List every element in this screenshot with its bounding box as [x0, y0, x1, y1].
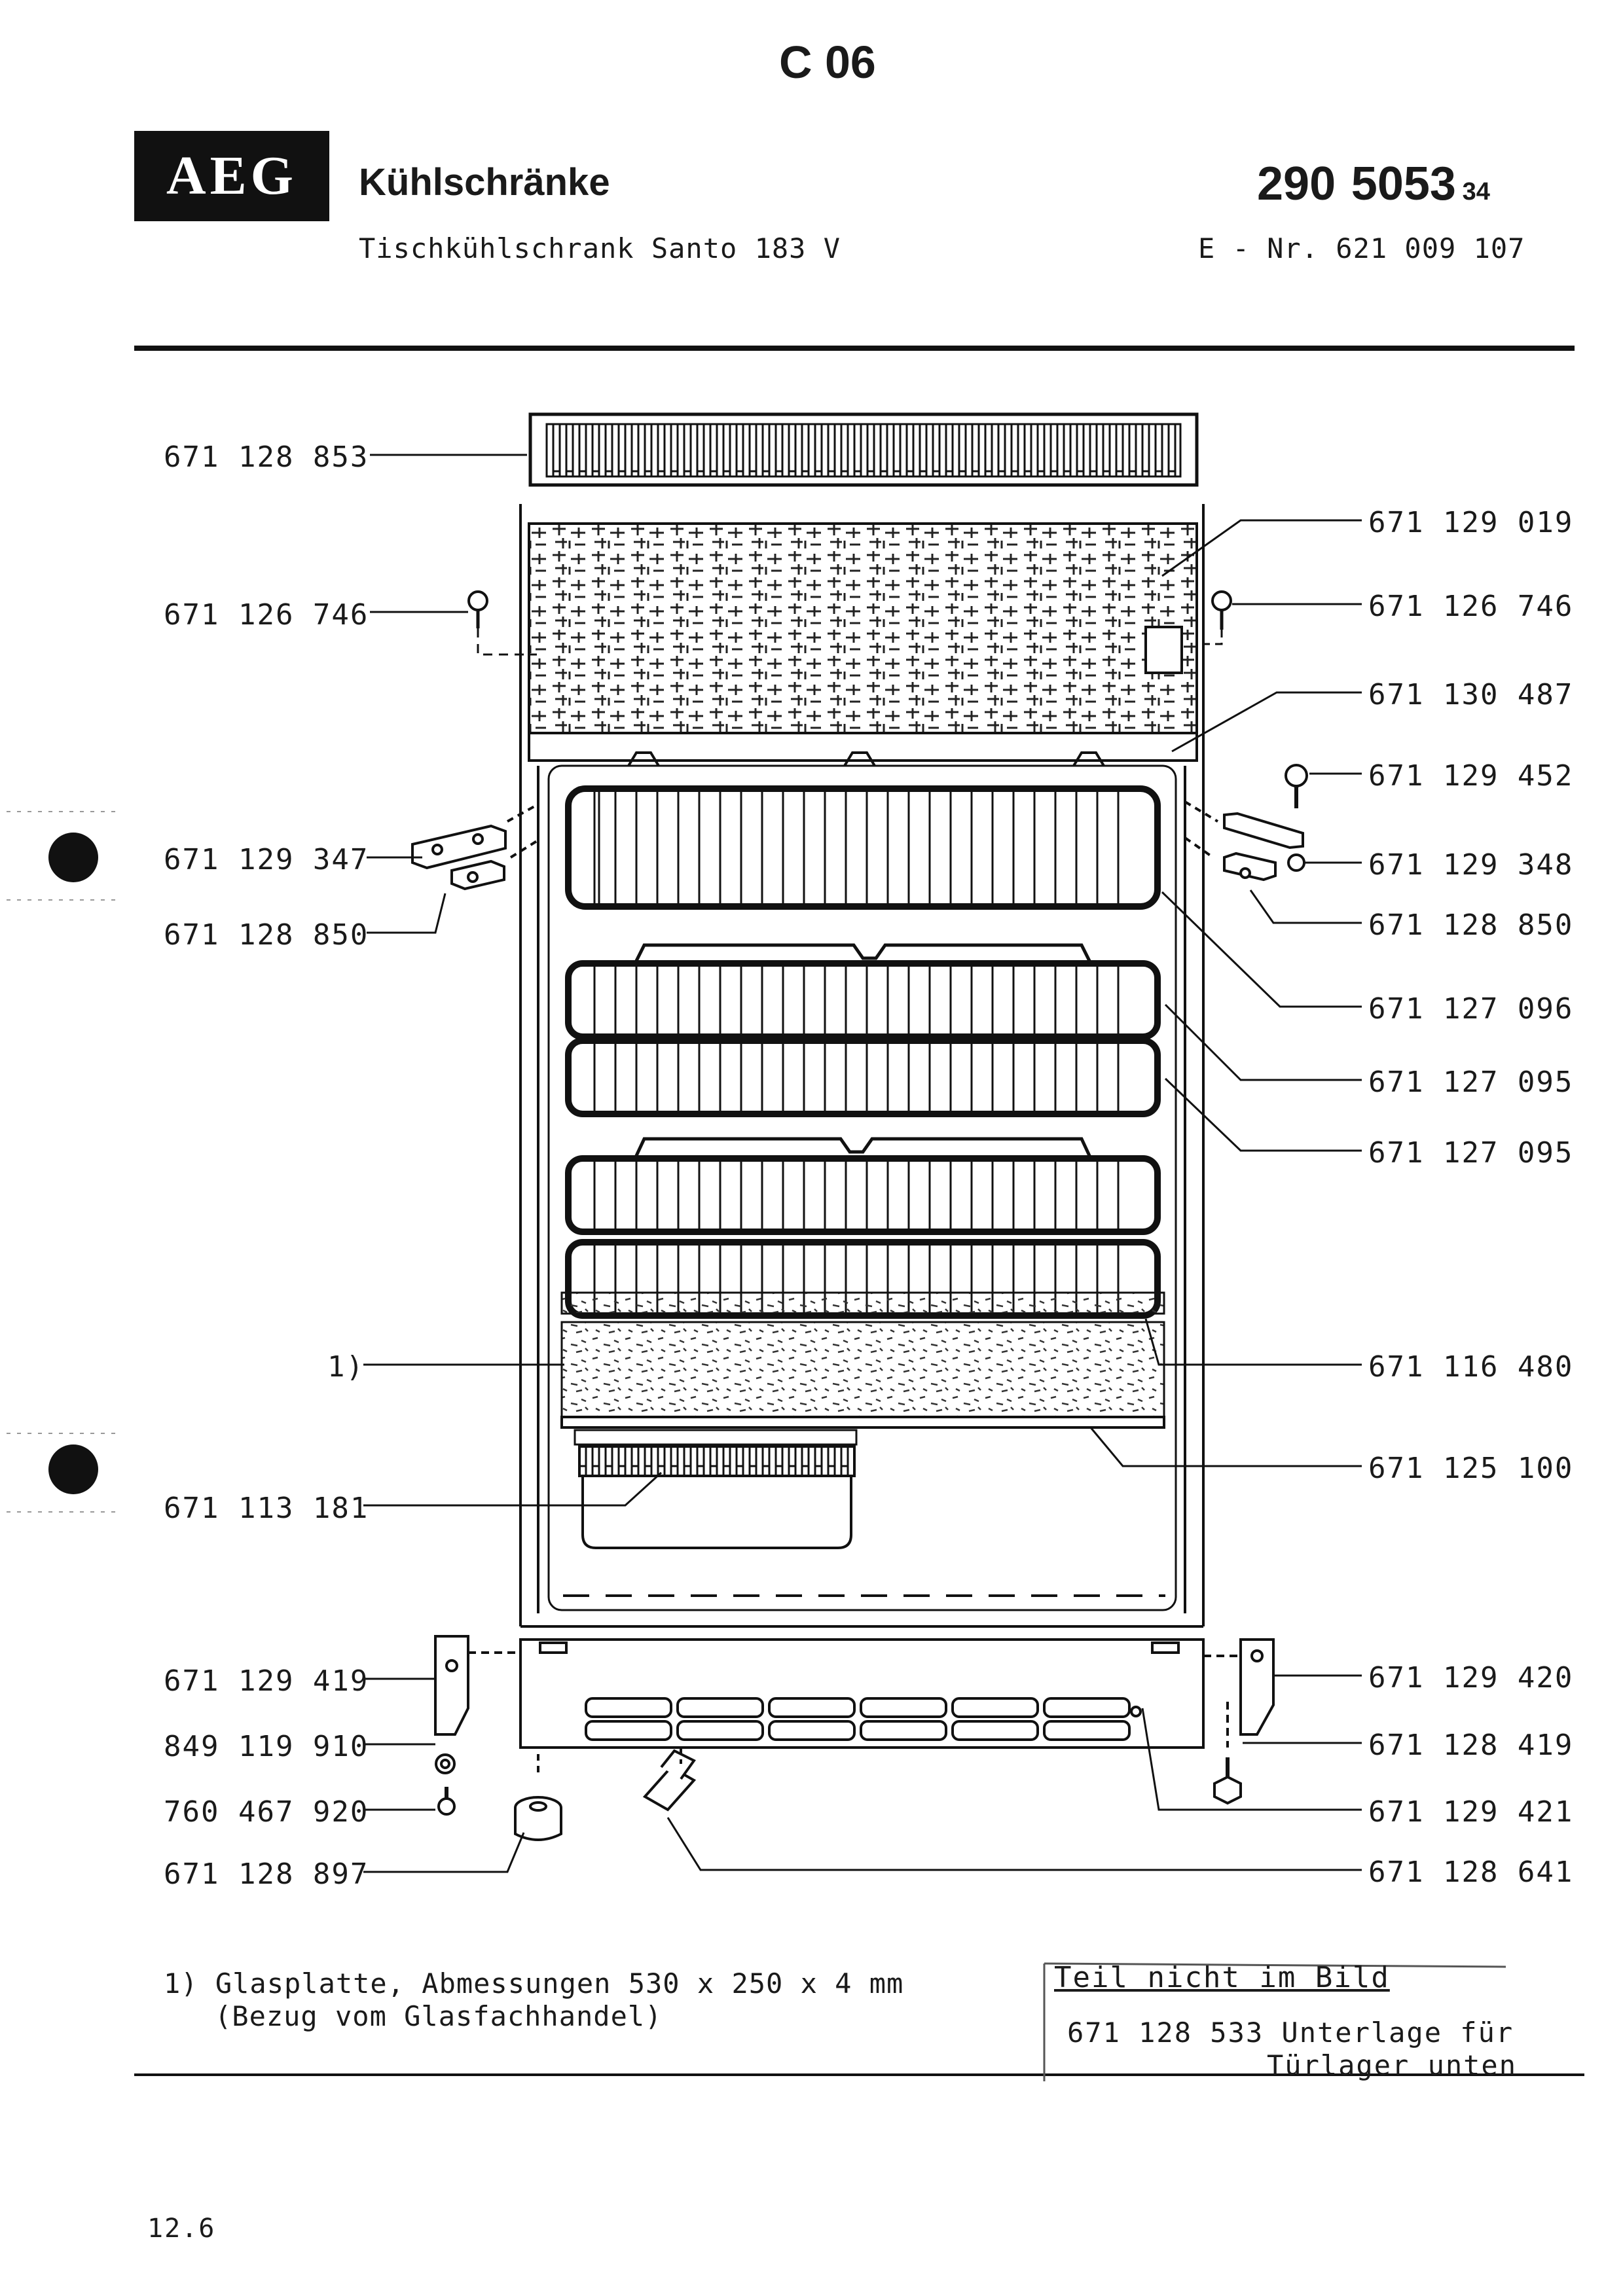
foot-clip	[642, 1748, 697, 1812]
screw-top-right	[1144, 590, 1232, 674]
plinth-vent-slots	[585, 1697, 1131, 1741]
part-label: 1)	[327, 1350, 365, 1384]
part-label: 671 128 641	[1368, 1856, 1574, 1889]
part-label: 671 129 348	[1368, 848, 1574, 882]
wire-shelf-upper	[565, 785, 1161, 910]
shelf-bars	[593, 791, 1120, 1313]
part-label: 671 129 420	[1368, 1661, 1574, 1695]
e-number: E - Nr. 621 009 107	[1198, 232, 1525, 264]
part-label: 671 127 095	[1368, 1136, 1574, 1170]
part-label: 671 129 347	[164, 843, 369, 876]
wire-shelf-lower-1	[565, 1137, 1161, 1235]
rubber-foot	[514, 1754, 562, 1841]
part-label: 671 126 746	[164, 598, 369, 632]
footnote-line-1: 1) Glasplatte, Abmessungen 530 x 250 x 4…	[164, 1967, 904, 2000]
footnote-line-2: (Bezug vom Glasfachhandel)	[215, 2000, 663, 2032]
brand-label: AEG	[166, 145, 298, 206]
part-label: 671 129 452	[1368, 759, 1574, 793]
section-code: C 06	[779, 37, 876, 88]
part-label: 671 127 096	[1368, 992, 1574, 1026]
doc-number-main: 5053	[1351, 158, 1456, 210]
worktop-panel	[528, 522, 1198, 762]
part-label: 671 128 850	[164, 918, 369, 952]
part-label: 760 467 920	[164, 1795, 369, 1829]
part-label: 671 125 100	[1368, 1452, 1574, 1485]
part-label: 671 126 746	[1368, 590, 1574, 623]
part-label: 671 128 850	[1368, 908, 1574, 942]
top-vent-grille	[528, 412, 1199, 487]
part-label: 671 129 421	[1368, 1795, 1574, 1829]
part-label: 671 129 419	[164, 1664, 369, 1698]
leader-lines	[363, 454, 1362, 1873]
not-in-picture-title: Teil nicht im Bild	[1054, 1961, 1390, 1994]
wire-shelf-middle-2	[565, 1037, 1161, 1117]
glass-plate	[560, 1291, 1165, 1429]
not-in-picture-line-2: Türlager unten	[1267, 2049, 1518, 2081]
part-label: 671 113 181	[164, 1492, 369, 1525]
screw-top-left	[467, 590, 537, 656]
doc-number-prefix: 290	[1257, 158, 1336, 210]
model-line: Tischkühlschrank Santo 183 V	[359, 232, 841, 264]
document-number: 290 5053 34	[1257, 157, 1490, 211]
part-label: 671 130 487	[1368, 678, 1574, 711]
binder-holes	[7, 811, 118, 1513]
part-label: 671 129 019	[1368, 506, 1574, 539]
crisper-drawer	[574, 1429, 858, 1549]
part-label: 671 127 095	[1368, 1066, 1574, 1099]
aeg-logo: AEG	[134, 131, 329, 221]
frame-hooks	[627, 751, 1105, 767]
hinge-left	[411, 804, 538, 891]
category-title: Kühlschränke	[359, 161, 610, 204]
wire-shelf-middle-1	[565, 943, 1161, 1040]
part-label: 671 128 853	[164, 440, 369, 474]
page-number: 12.6	[147, 2214, 216, 2244]
part-label: 671 128 419	[1368, 1729, 1574, 1762]
not-in-picture-line-1: 671 128 533 Unterlage für	[1067, 2017, 1514, 2049]
foot-bracket-right	[1203, 1638, 1275, 1805]
cabinet-body	[519, 504, 1205, 1628]
foot-bracket-left	[434, 1635, 520, 1816]
header-rule	[134, 346, 1575, 351]
part-label: 671 116 480	[1368, 1350, 1574, 1384]
note-box-frame	[1043, 1962, 1506, 2081]
wire-shelf-lower-2	[565, 1239, 1161, 1319]
hinge-right	[1184, 764, 1308, 882]
part-label: 849 119 910	[164, 1730, 369, 1763]
part-label: 671 128 897	[164, 1857, 369, 1891]
doc-number-suffix: 34	[1462, 178, 1490, 206]
